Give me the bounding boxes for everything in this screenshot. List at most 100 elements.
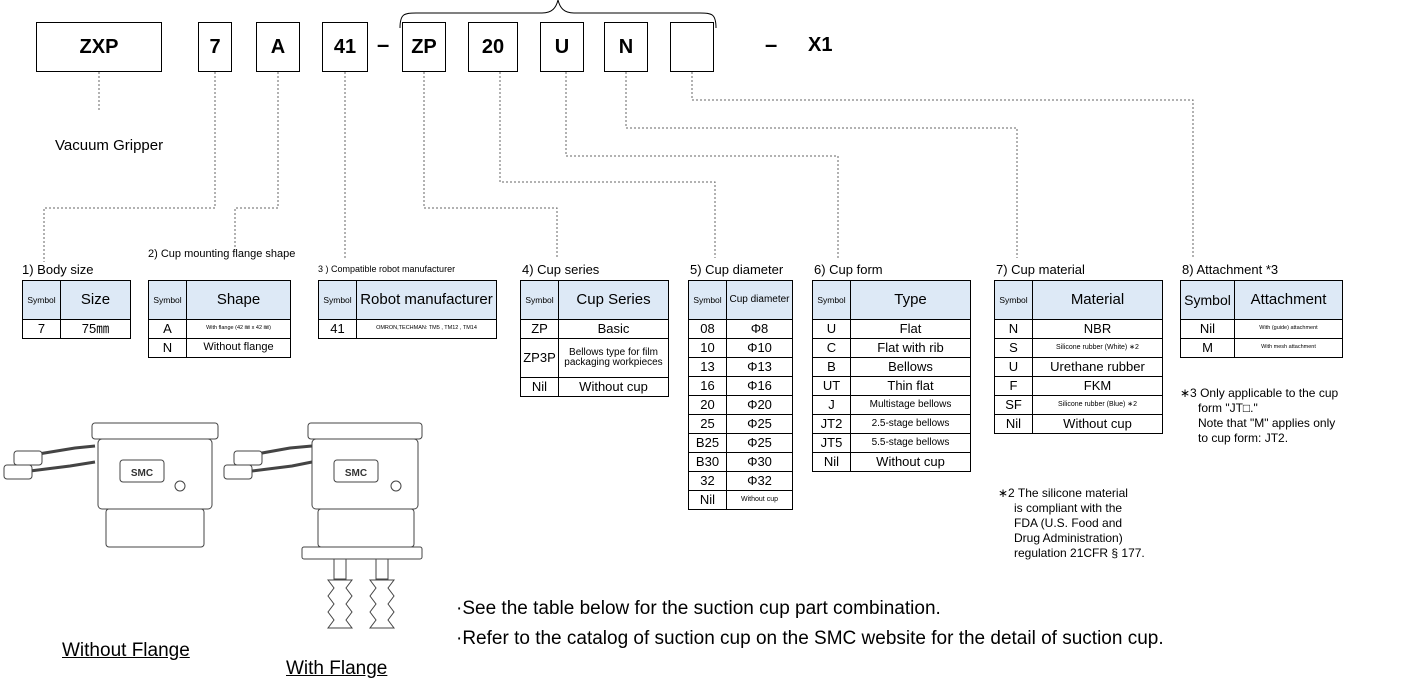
line-cup-diameter [499, 72, 716, 258]
body-size-title: 1) Body size [22, 262, 94, 277]
table-cell: 13 [688, 357, 727, 377]
cup-form-title: 6) Cup form [814, 262, 883, 277]
table-cell: 10 [688, 338, 727, 358]
table-cell: With (guide) attachment [1234, 319, 1343, 339]
table-cell: ZP3P [520, 338, 559, 378]
table-cell: JT2 [812, 414, 851, 434]
table-header-cell: Symbol [22, 280, 61, 320]
table-header-cell: Robot manufacturer [356, 280, 497, 320]
table-header-cell: Symbol [1180, 280, 1235, 320]
table-cell: Nil [1180, 319, 1235, 339]
cup-diameter-title: 5) Cup diameter [690, 262, 784, 277]
table-cell: Thin flat [850, 376, 971, 396]
table-header-cell: Cup diameter [726, 280, 793, 320]
table-cell: J [812, 395, 851, 415]
material-note-line: is compliant with the [1014, 501, 1123, 515]
table-cell: M [1180, 338, 1235, 358]
table-cell: C [812, 338, 851, 358]
table-header-cell: Size [60, 280, 131, 320]
table-cell: N [148, 338, 187, 358]
code-box-series: ZXP [36, 22, 162, 72]
table-cell: 5.5-stage bellows [850, 433, 971, 453]
table-header-cell: Type [850, 280, 971, 320]
material-note-line: regulation 21CFR § 177. [1014, 546, 1145, 560]
code-box-cup-form: U [540, 22, 584, 72]
attachment-note-line: form "JT□." [1198, 401, 1258, 415]
table-header-cell: Symbol [520, 280, 559, 320]
code-box-attachment [670, 22, 714, 72]
table-cell: OMRON,TECHMAN: TM5 , TM12 , TM14 [356, 319, 497, 339]
part-dash-1: – [377, 32, 390, 57]
attachment-note-line: Only applicable to the cup [1200, 386, 1339, 400]
line-attachment [691, 72, 1194, 258]
part-suffix: X1 [808, 34, 833, 56]
material-note: ∗2 The silicone material is compliant wi… [998, 486, 1145, 561]
table-cell: Nil [520, 377, 559, 397]
vacuum-gripper-label: Vacuum Gripper [55, 137, 164, 154]
table-cell: Without flange [186, 338, 291, 358]
table-cell: F [994, 376, 1033, 396]
attachment-note: ∗3 Only applicable to the cup form "JT□.… [1180, 386, 1338, 446]
mount-flange [301, 546, 423, 560]
table-cell: Without cup [726, 490, 793, 510]
device-with-flange [223, 422, 423, 629]
table-cell: Φ16 [726, 376, 793, 396]
screw [174, 480, 186, 492]
table-cell: Φ25 [726, 433, 793, 453]
table-cell: Nil [812, 452, 851, 472]
table-cell: 32 [688, 471, 727, 491]
connector-4 [223, 464, 253, 480]
table-cell: Without cup [558, 377, 669, 397]
table-cell: Basic [558, 319, 669, 339]
logo-plate [119, 459, 165, 483]
code-box-body-size: 7 [198, 22, 232, 72]
table-cell: Bellows [850, 357, 971, 377]
caption-without-flange: Without Flange [62, 640, 190, 661]
cable-left-2 [21, 460, 96, 474]
table-cell: Φ8 [726, 319, 793, 339]
connector-3 [233, 450, 263, 466]
line-flange [234, 72, 279, 248]
table-cell: Φ13 [726, 357, 793, 377]
logo-without-flange: SMC [131, 468, 153, 479]
table-cell: Silicone rubber (White) ∗2 [1032, 338, 1163, 358]
table-cell: Φ32 [726, 471, 793, 491]
table-cell: B [812, 357, 851, 377]
table-cell: 75㎜ [60, 319, 131, 339]
table-cell: JT5 [812, 433, 851, 453]
material-note-line: The silicone material [1017, 486, 1128, 500]
housing-flange-top [91, 422, 219, 440]
bellows-cup-1 [327, 579, 353, 629]
table-header-cell: Symbol [688, 280, 727, 320]
material-note-mark: ∗2 [998, 486, 1015, 500]
